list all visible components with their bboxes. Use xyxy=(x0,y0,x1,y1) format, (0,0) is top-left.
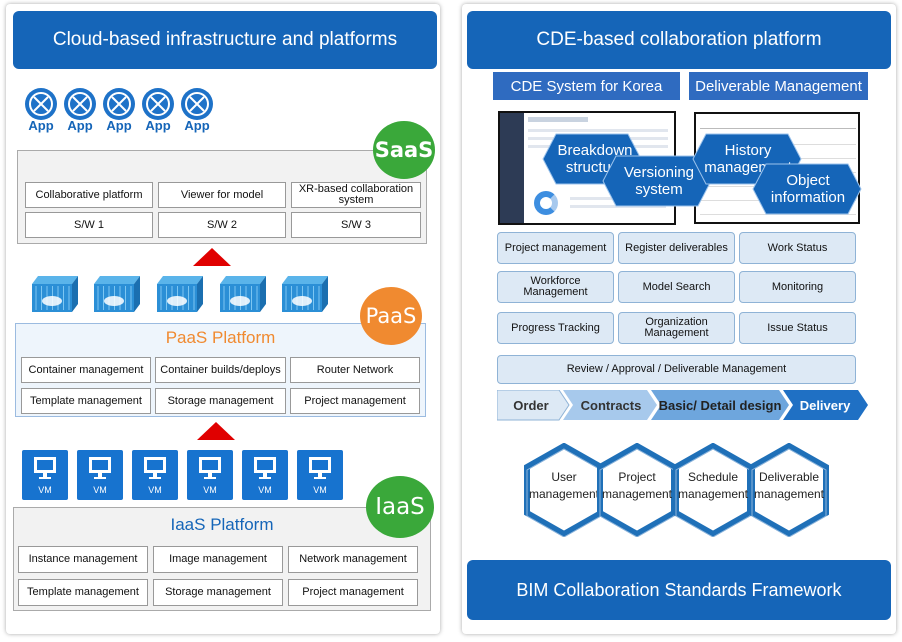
process-step-design: Basic/ Detail design xyxy=(658,398,782,413)
vm-icon: VM xyxy=(77,450,123,500)
right-panel-title: CDE-based collaboration platform xyxy=(467,11,891,69)
vm-label: VM xyxy=(93,485,107,495)
func-register-deliverables: Register deliverables xyxy=(618,232,735,264)
saas-cell-sw3: S/W 3 xyxy=(291,212,421,238)
vm-label: VM xyxy=(313,485,327,495)
subheader-cde-system: CDE System for Korea xyxy=(493,72,680,100)
app-label: App xyxy=(145,118,171,133)
saas-cell-viewer-for-model: Viewer for model xyxy=(158,182,286,208)
review-approval-bar: Review / Approval / Deliverable Manageme… xyxy=(497,355,856,384)
iaas-cell-project-management: Project management xyxy=(288,579,418,606)
paas-cell-container-builds: Container builds/deploys xyxy=(155,357,286,383)
saas-badge: SaaS xyxy=(373,121,435,179)
hexagon-label: Schedule management xyxy=(677,470,749,501)
vm-label: VM xyxy=(203,485,217,495)
iaas-cell-network-management: Network management xyxy=(288,546,418,573)
func-model-search: Model Search xyxy=(618,271,735,303)
app-icon: App xyxy=(180,88,214,138)
process-step-contracts: Contracts xyxy=(580,398,642,413)
saas-cell-sw2: S/W 2 xyxy=(158,212,286,238)
process-chevron-bar xyxy=(497,390,868,421)
arrow-up-icon xyxy=(197,422,235,440)
app-label: App xyxy=(106,118,132,133)
iaas-cell-image-management: Image management xyxy=(153,546,283,573)
process-step-order: Order xyxy=(513,398,549,413)
vm-icon: VM xyxy=(187,450,233,500)
vm-label: VM xyxy=(258,485,272,495)
hexagon-schedule-management: Schedule management xyxy=(672,442,754,538)
bubble-object-information: Object information xyxy=(770,172,846,206)
func-progress-tracking: Progress Tracking xyxy=(497,312,614,344)
vm-label: VM xyxy=(38,485,52,495)
app-icon: App xyxy=(102,88,136,138)
subheader-deliverable-management: Deliverable Management xyxy=(689,72,868,100)
hexagon-label: Project management xyxy=(601,470,673,501)
iaas-cell-storage-management: Storage management xyxy=(153,579,283,606)
app-label: App xyxy=(28,118,54,133)
hexagon-label: User management xyxy=(528,470,600,501)
bubble-versioning-system: Versioning system xyxy=(623,164,695,198)
hexagon-user-management: User management xyxy=(523,442,605,538)
vm-icon: VM xyxy=(22,450,68,500)
iaas-cell-instance-management: Instance management xyxy=(18,546,148,573)
hexagon-deliverable-management: Deliverable management xyxy=(748,442,830,538)
vm-icon: VM xyxy=(297,450,343,500)
hexagon-label: Deliverable management xyxy=(753,470,825,501)
app-icon: App xyxy=(141,88,175,138)
saas-cell-sw1: S/W 1 xyxy=(25,212,153,238)
container-icon xyxy=(155,274,205,314)
app-label: App xyxy=(67,118,93,133)
iaas-cell-template-management: Template management xyxy=(18,579,148,606)
vm-label: VM xyxy=(148,485,162,495)
container-icon xyxy=(280,274,330,314)
app-icon: App xyxy=(24,88,58,138)
func-monitoring: Monitoring xyxy=(739,271,856,303)
iaas-title: IaaS Platform xyxy=(170,515,274,534)
paas-cell-container-management: Container management xyxy=(21,357,151,383)
vm-icon: VM xyxy=(132,450,178,500)
saas-cell-xr-collaboration: XR-based collaboration system xyxy=(291,182,421,208)
footer-bim-framework: BIM Collaboration Standards Framework xyxy=(467,560,891,620)
app-label: App xyxy=(184,118,210,133)
func-workforce-management: Workforce Management xyxy=(497,271,614,303)
paas-cell-project-management: Project management xyxy=(290,388,420,414)
container-icon xyxy=(218,274,268,314)
left-panel-title: Cloud-based infrastructure and platforms xyxy=(13,11,437,69)
process-step-delivery: Delivery xyxy=(799,398,851,413)
func-organization-management: Organization Management xyxy=(618,312,735,344)
hexagon-project-management: Project management xyxy=(596,442,678,538)
vm-icon: VM xyxy=(242,450,288,500)
paas-badge: PaaS xyxy=(360,287,422,345)
container-icon xyxy=(30,274,80,314)
func-issue-status: Issue Status xyxy=(739,312,856,344)
paas-cell-router-network: Router Network xyxy=(290,357,420,383)
paas-cell-template-management: Template management xyxy=(21,388,151,414)
paas-title: PaaS Platform xyxy=(165,328,276,347)
func-work-status: Work Status xyxy=(739,232,856,264)
app-icon: App xyxy=(63,88,97,138)
container-icon xyxy=(92,274,142,314)
bubble-shape xyxy=(752,163,862,215)
func-project-management: Project management xyxy=(497,232,614,264)
paas-cell-storage-management: Storage management xyxy=(155,388,286,414)
iaas-badge: IaaS xyxy=(366,476,434,538)
arrow-up-icon xyxy=(193,248,231,266)
saas-cell-collaborative-platform: Collaborative platform xyxy=(25,182,153,208)
